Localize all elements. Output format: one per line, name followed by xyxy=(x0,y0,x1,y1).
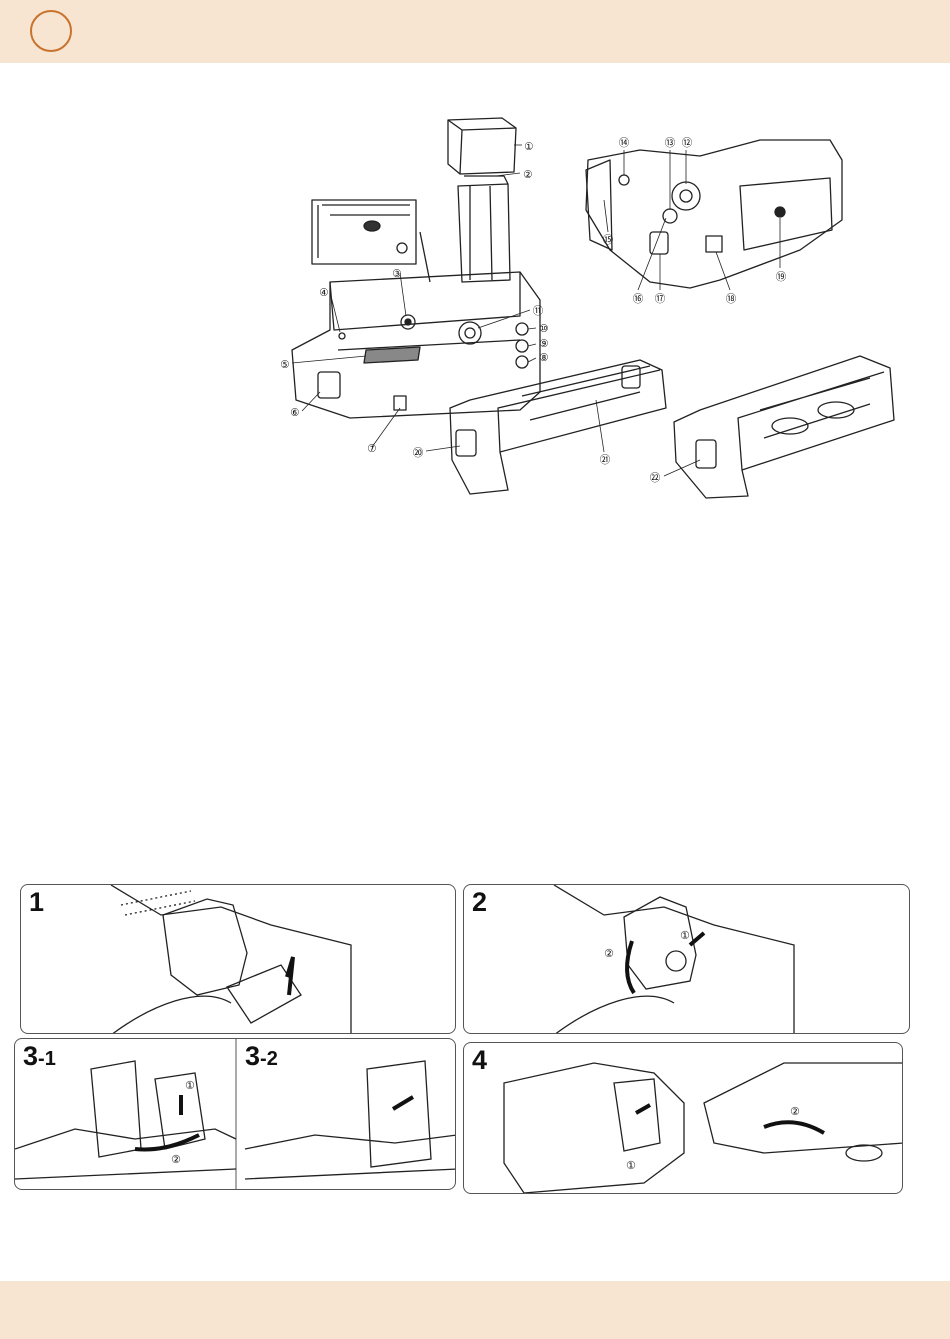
callout-11: ⑪ xyxy=(533,305,544,317)
battery-magazine-2 xyxy=(674,356,894,498)
callout-9: ⑨ xyxy=(539,338,548,350)
callout-16: ⑯ xyxy=(633,293,644,305)
callout-12: ⑫ xyxy=(682,137,693,149)
callout-22: ㉒ xyxy=(650,472,661,484)
callout-4: ④ xyxy=(319,287,328,299)
step-3-illustration: ① ② xyxy=(15,1039,456,1190)
step-2-mark-2: ② xyxy=(604,947,614,960)
callout-17: ⑰ xyxy=(655,293,666,305)
parts-diagram: ① ② ③ ④ ⑤ ⑥ ⑦ ⑧ ⑨ ⑩ ⑪ ⑫ ⑬ ⑭ ⑮ ⑯ ⑰ ⑱ ⑲ ⑳ … xyxy=(0,0,950,510)
step-1-illustration xyxy=(21,885,456,1034)
callout-2: ② xyxy=(523,169,532,181)
callout-15: ⑮ xyxy=(603,234,614,246)
step-panel-3: 3-1 3-2 ① ② xyxy=(14,1038,456,1190)
callout-21: ㉑ xyxy=(600,454,611,466)
step-panel-4: 4 ① ② xyxy=(463,1042,903,1194)
callout-8: ⑧ xyxy=(539,352,548,364)
step-panel-1: 1 xyxy=(20,884,456,1034)
callout-6: ⑥ xyxy=(290,407,299,419)
step-2-mark-1: ① xyxy=(680,929,690,942)
step-3-mark-1: ① xyxy=(185,1079,195,1092)
callout-18: ⑱ xyxy=(726,293,737,305)
battery-magazine-1 xyxy=(450,360,666,494)
inset-detail-box xyxy=(312,200,416,264)
step-2-illustration: ① ② xyxy=(464,885,910,1034)
step-4-illustration: ① ② xyxy=(464,1043,903,1194)
grip-body-right xyxy=(586,140,842,288)
step-3-mark-2: ② xyxy=(171,1153,181,1166)
callout-14: ⑭ xyxy=(619,137,630,149)
callout-13: ⑬ xyxy=(665,137,676,149)
grip-body-left xyxy=(292,272,540,418)
step-panel-2: 2 ① ② xyxy=(463,884,910,1034)
callout-1: ① xyxy=(524,141,533,153)
step-4-mark-1: ① xyxy=(626,1159,636,1172)
callout-7: ⑦ xyxy=(367,443,376,455)
footer-band xyxy=(0,1281,950,1339)
callout-5: ⑤ xyxy=(280,359,289,371)
callout-3: ③ xyxy=(392,268,401,280)
callout-19: ⑲ xyxy=(776,271,787,283)
callout-10: ⑩ xyxy=(539,323,548,335)
callout-20: ⑳ xyxy=(413,447,424,459)
battery-cover-shape xyxy=(448,118,516,174)
step-4-mark-2: ② xyxy=(790,1105,800,1118)
